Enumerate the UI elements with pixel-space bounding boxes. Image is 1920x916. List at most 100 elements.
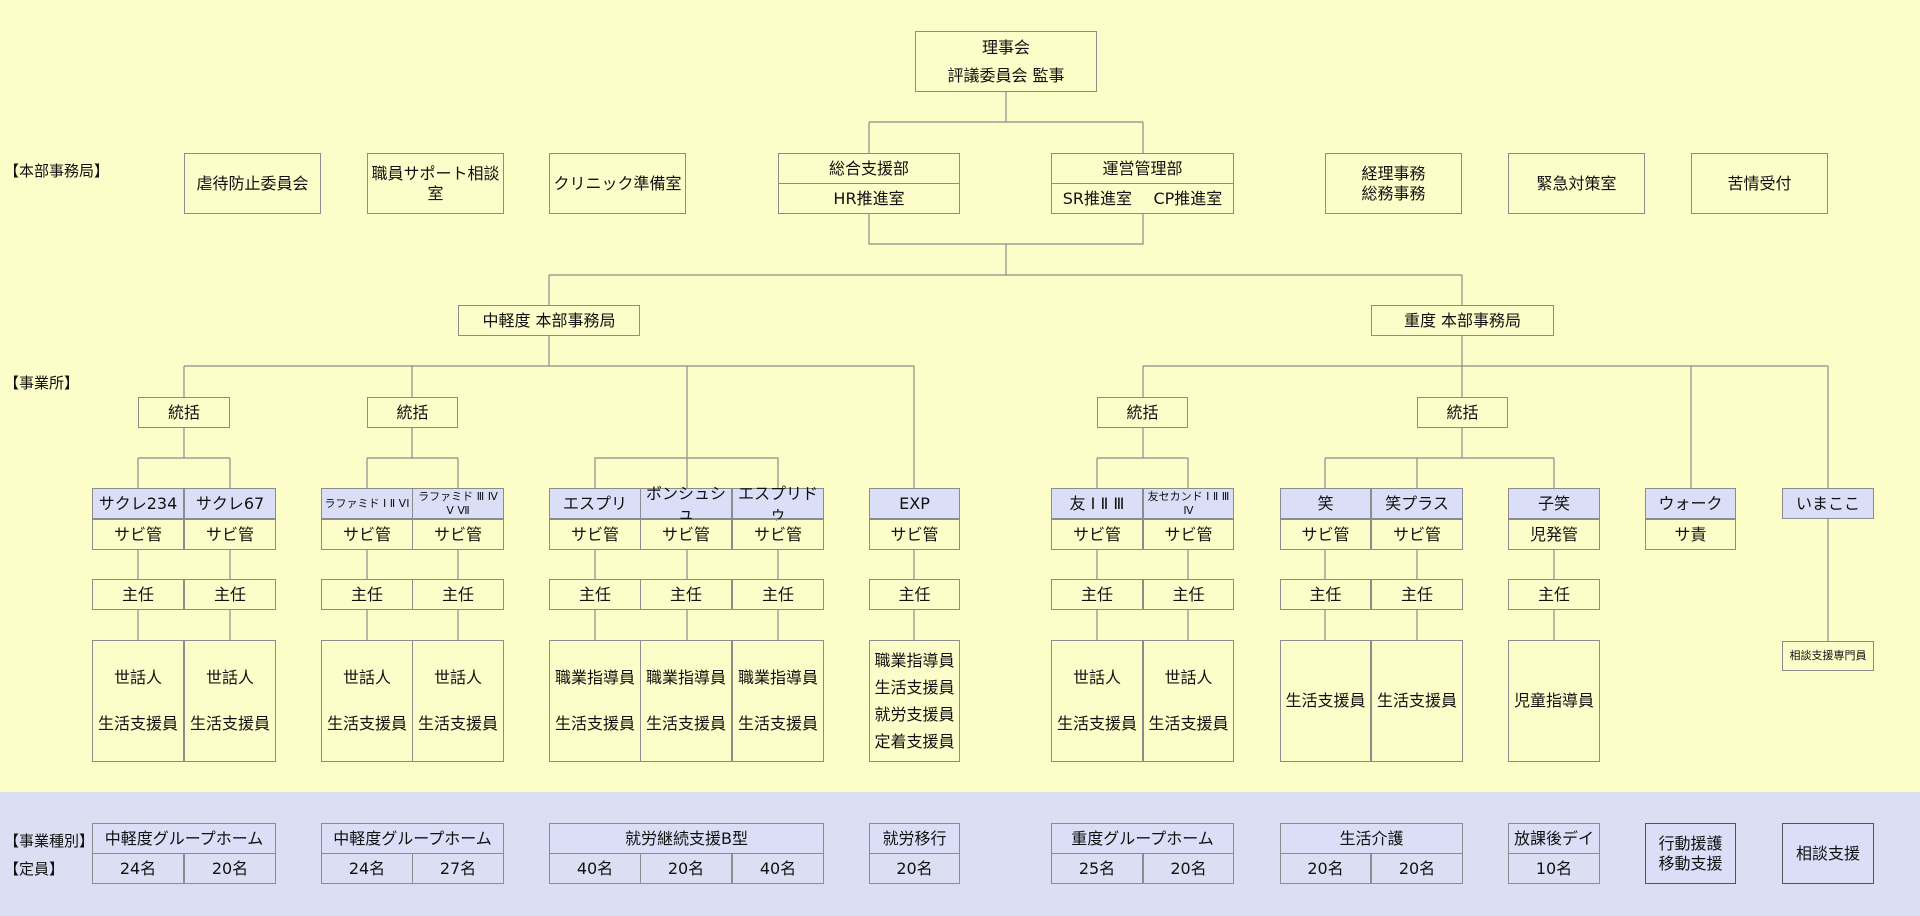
connector — [183, 336, 915, 488]
connector — [137, 550, 231, 640]
capacity-sakure234: 24名 — [92, 853, 184, 884]
facility-emiplus: 笑プラス — [1371, 488, 1463, 519]
sr-label: SR推進室 — [1062, 188, 1132, 208]
connector — [1324, 550, 1418, 640]
gyakutai-box: 虐待防止委員会 — [184, 153, 321, 214]
facility-walk: ウォーク — [1645, 488, 1736, 519]
role-sabikan: サビ管 — [321, 519, 413, 550]
facility-koemi: 子笑 — [1508, 488, 1600, 519]
capacity-koemi: 10名 — [1508, 853, 1600, 884]
staff-box: 職業指導員 生活支援員 — [732, 640, 824, 762]
staff-sewanin: 世話人 — [1072, 668, 1121, 688]
keiri-somu-box: 経理事務 総務事務 — [1325, 153, 1462, 214]
role-sabikan: サビ管 — [732, 519, 824, 550]
clinic-box: クリニック準備室 — [549, 153, 686, 214]
facility-sakure234: サクレ234 — [92, 488, 184, 519]
connector — [366, 428, 459, 488]
role-shunin: 主任 — [1051, 579, 1143, 610]
service-hokago: 放課後デイ — [1508, 823, 1600, 854]
facility-emi: 笑 — [1280, 488, 1371, 519]
role-sabikan: サビ管 — [1280, 519, 1371, 550]
staff-seikatsu: 生活支援員 — [326, 714, 407, 734]
staff-box: 世話人 生活支援員 — [1051, 640, 1143, 762]
role-sabikan: サビ管 — [412, 519, 504, 550]
staff-box: 世話人 生活支援員 — [321, 640, 413, 762]
sogo-box: 総合支援部 — [778, 153, 960, 184]
board-box: 理事会 評議委員会 監事 — [915, 31, 1097, 92]
staff-box: 児童指導員 — [1508, 640, 1600, 762]
staff-shokugyo: 職業指導員 — [645, 668, 726, 688]
capacity-emi: 20名 — [1280, 853, 1371, 884]
role-shunin: 主任 — [1508, 579, 1600, 610]
tokatsu-box: 統括 — [1097, 397, 1188, 428]
facility-tomo-second: 友セカンド I Ⅱ Ⅲ Ⅳ — [1143, 488, 1234, 519]
sr-cp-box: SR推進室 CP推進室 — [1051, 183, 1234, 214]
role-sabikan: サビ管 — [1051, 519, 1143, 550]
role-sabikan: サビ管 — [549, 519, 641, 550]
facility-bonshushu: ボンシュシュ — [640, 484, 732, 523]
staff-seikatsu: 生活支援員 — [737, 714, 818, 734]
role-sabikan: サビ管 — [184, 519, 276, 550]
staff-box: 職業指導員 生活支援員 就労支援員 定着支援員 — [869, 640, 960, 762]
staff-sodan-senmon: 相談支援専門員 — [1782, 641, 1874, 671]
capacity-tomo: 25名 — [1051, 853, 1143, 884]
connector — [594, 550, 779, 640]
staff-box: 世話人 生活支援員 — [92, 640, 184, 762]
role-jihatsukan: 児発管 — [1508, 519, 1600, 550]
staff-seikatsu: 生活支援員 — [417, 714, 498, 734]
service-shuro-b: 就労継続支援B型 — [549, 823, 824, 854]
label-capacity: 【定員】 — [4, 860, 65, 878]
role-shunin: 主任 — [1280, 579, 1371, 610]
role-shunin: 主任 — [1371, 579, 1463, 610]
keiri-label: 経理事務 — [1361, 164, 1426, 184]
facility-exp: EXP — [869, 488, 960, 519]
facility-espridu: エスプリドゥ — [732, 484, 824, 523]
staff-box: 世話人 生活支援員 — [412, 640, 504, 762]
hr-box: HR推進室 — [778, 183, 960, 214]
role-sabikan: サビ管 — [1143, 519, 1234, 550]
role-sabikan: サビ管 — [1371, 519, 1463, 550]
service-gh-chukei: 中軽度グループホーム — [321, 823, 504, 854]
role-sabikan: サビ管 — [640, 519, 732, 550]
facility-espri: エスプリ — [549, 488, 641, 519]
role-shunin: 主任 — [549, 579, 641, 610]
board-title: 理事会 — [981, 38, 1030, 58]
staff-shokugyo: 職業指導員 — [554, 668, 635, 688]
capacity-espri: 40名 — [549, 853, 641, 884]
staff-seikatsu: 生活支援員 — [645, 714, 726, 734]
capacity-lafamide-1: 24名 — [321, 853, 413, 884]
role-shunin: 主任 — [1143, 579, 1234, 610]
staff-shokugyo: 職業指導員 — [874, 650, 955, 670]
staff-box: 生活支援員 — [1371, 640, 1463, 762]
service-area-background — [0, 792, 1920, 916]
staff-sewanin: 世話人 — [433, 668, 482, 688]
staff-seikatsu: 生活支援員 — [1148, 714, 1229, 734]
role-shunin: 主任 — [869, 579, 960, 610]
connector — [548, 274, 1463, 305]
org-area-background — [0, 0, 1920, 792]
capacity-emiplus: 20名 — [1371, 853, 1463, 884]
service-gh-chukei: 中軽度グループホーム — [92, 823, 276, 854]
chukei-division-box: 中軽度 本部事務局 — [458, 305, 640, 336]
role-sabikan: サビ管 — [92, 519, 184, 550]
role-shunin: 主任 — [412, 579, 504, 610]
connector — [1142, 336, 1829, 488]
service-seikatsu-kaigo: 生活介護 — [1280, 823, 1463, 854]
role-shunin: 主任 — [321, 579, 413, 610]
facility-imakoko: いまここ — [1782, 488, 1874, 519]
connector — [594, 457, 779, 488]
capacity-lafamide-2: 27名 — [412, 853, 504, 884]
capacity-espridu: 40名 — [732, 853, 824, 884]
staff-seikatsu: 生活支援員 — [1056, 714, 1137, 734]
connector — [1096, 550, 1189, 640]
facility-lafamide-1: ラファミド I Ⅱ VI — [321, 488, 413, 519]
staff-box: 生活支援員 — [1280, 640, 1371, 762]
capacity-tomo-second: 20名 — [1143, 853, 1234, 884]
facility-lafamide-2: ラファミド Ⅲ Ⅳ Ⅴ Ⅶ — [412, 488, 504, 519]
cp-label: CP推進室 — [1153, 188, 1223, 208]
connector — [1324, 428, 1555, 488]
service-kodo: 行動援護 — [1658, 834, 1723, 854]
facility-sakure67: サクレ67 — [184, 488, 276, 519]
staff-box: 職業指導員 生活支援員 — [549, 640, 641, 762]
